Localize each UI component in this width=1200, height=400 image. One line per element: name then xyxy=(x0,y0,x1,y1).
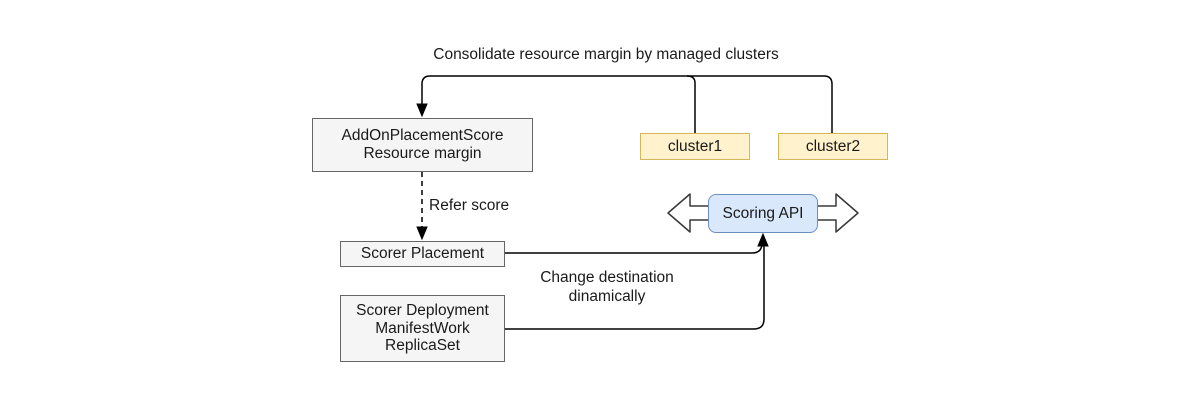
arrowhead-into-scoring-api xyxy=(757,232,769,247)
edge-label-refer-score: Refer score xyxy=(429,197,510,214)
edge-label-change-destination: Change destination dinamically xyxy=(507,269,707,306)
node-scorer-deployment-line1: Scorer Deployment xyxy=(356,301,489,319)
node-addonplacementscore-line2: Resource margin xyxy=(363,145,482,162)
node-cluster1-label: cluster1 xyxy=(667,137,723,155)
edge-label-change-destination-line1: Change destination xyxy=(540,269,674,286)
edge-label-change-destination-line2: dinamically xyxy=(568,287,646,305)
block-arrow-right-icon xyxy=(813,193,859,233)
node-scoring-api-label: Scoring API xyxy=(722,204,804,222)
node-scorer-deployment-line2: ManifestWork xyxy=(375,319,470,337)
node-cluster2-label: cluster2 xyxy=(805,137,861,155)
diagram-title: Consolidate resource margin by managed c… xyxy=(433,46,779,63)
node-scoring-api: Scoring API xyxy=(708,194,818,233)
edge-cluster1-to-addon xyxy=(686,75,696,133)
block-arrow-left-icon xyxy=(667,193,713,233)
node-scorer-deployment: Scorer Deployment ManifestWork ReplicaSe… xyxy=(340,295,505,362)
edge-cluster2-to-addon xyxy=(421,75,833,133)
edge-placement-to-scoring-api xyxy=(505,241,763,254)
node-scorer-placement-label: Scorer Placement xyxy=(360,245,485,263)
node-addonplacementscore-line1: AddOnPlacementScore xyxy=(341,127,504,145)
arrowhead-into-placement xyxy=(416,226,428,241)
arrowhead-into-addon xyxy=(416,103,428,118)
node-scorer-placement: Scorer Placement xyxy=(340,241,505,267)
node-scorer-deployment-line3: ReplicaSet xyxy=(385,337,460,355)
node-cluster2: cluster2 xyxy=(778,133,888,160)
node-cluster1: cluster1 xyxy=(640,133,750,160)
node-addonplacementscore: AddOnPlacementScore Resource margin xyxy=(312,118,533,172)
edge-deployment-to-scoring-api xyxy=(505,241,765,330)
